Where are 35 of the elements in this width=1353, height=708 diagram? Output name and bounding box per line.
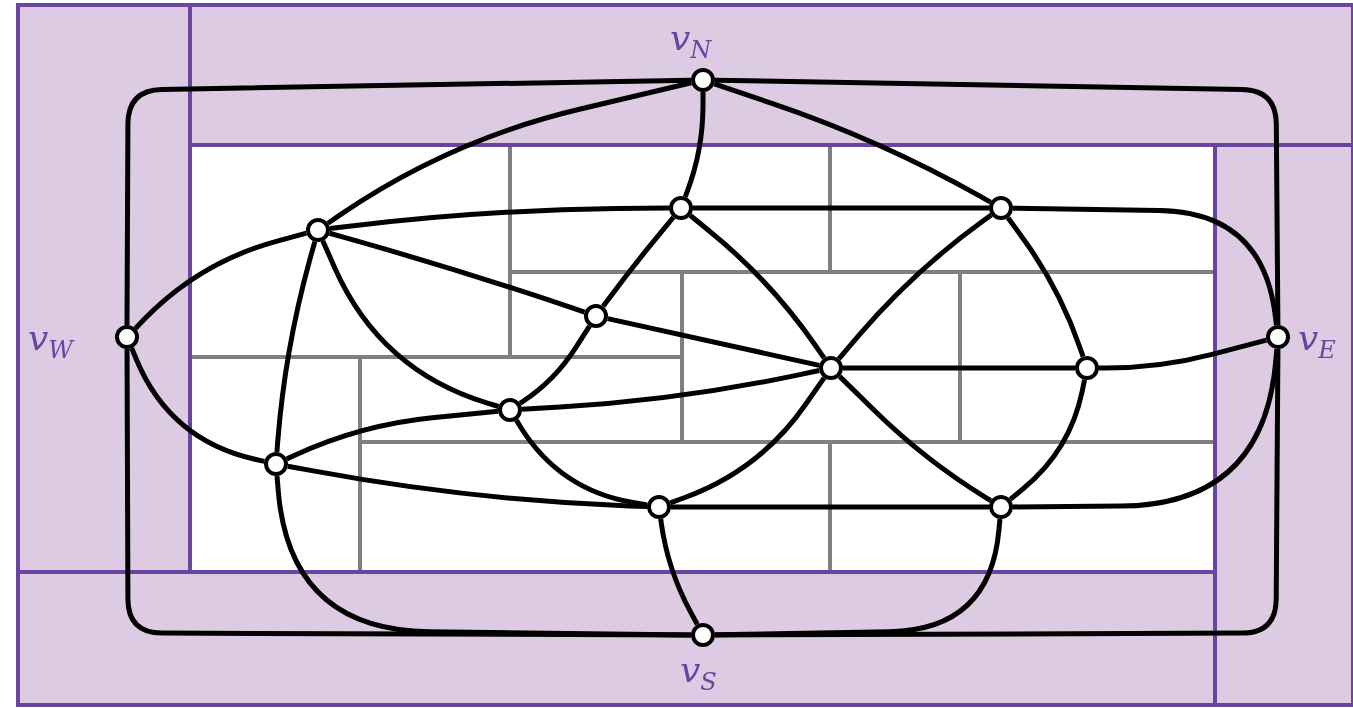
graph-edge bbox=[714, 518, 1003, 638]
graph-edge bbox=[688, 213, 827, 360]
graph-edge bbox=[713, 81, 992, 205]
vertex-label: v$_{W}$ bbox=[28, 320, 73, 363]
graph-edge bbox=[1099, 337, 1268, 371]
vertex-label: v$_{E}$ bbox=[1298, 320, 1336, 363]
graph-edge bbox=[274, 240, 318, 453]
graph-edge bbox=[682, 92, 706, 198]
graph-edge bbox=[607, 316, 820, 368]
graph-edge bbox=[1012, 205, 1279, 326]
graph-edge bbox=[837, 374, 993, 503]
graph-edge bbox=[1006, 216, 1086, 358]
graph-edge bbox=[329, 205, 670, 231]
graph-edge bbox=[658, 518, 700, 626]
graph-edge bbox=[521, 368, 820, 412]
graph-edge bbox=[326, 80, 692, 226]
graph-edge bbox=[836, 213, 993, 361]
graph-edge bbox=[328, 230, 586, 315]
graph-edge bbox=[693, 205, 989, 211]
graph-edge bbox=[133, 230, 308, 331]
graph-edge bbox=[669, 376, 827, 506]
graph-edge bbox=[129, 347, 265, 464]
vertex-label: v$_{S}$ bbox=[680, 652, 717, 695]
graph-edge bbox=[518, 324, 592, 406]
graph-edge bbox=[287, 463, 648, 510]
vertex-label: v$_{N}$ bbox=[670, 20, 712, 63]
graph-edge bbox=[1008, 379, 1087, 502]
graph-edge bbox=[671, 504, 989, 510]
graph-edge bbox=[843, 365, 1075, 371]
graph-edge bbox=[274, 475, 692, 638]
graph-edge bbox=[124, 77, 692, 325]
graph-edge bbox=[285, 408, 499, 462]
graph-edge bbox=[714, 77, 1281, 326]
graph-edge bbox=[320, 239, 500, 409]
graph-edge bbox=[601, 215, 676, 308]
